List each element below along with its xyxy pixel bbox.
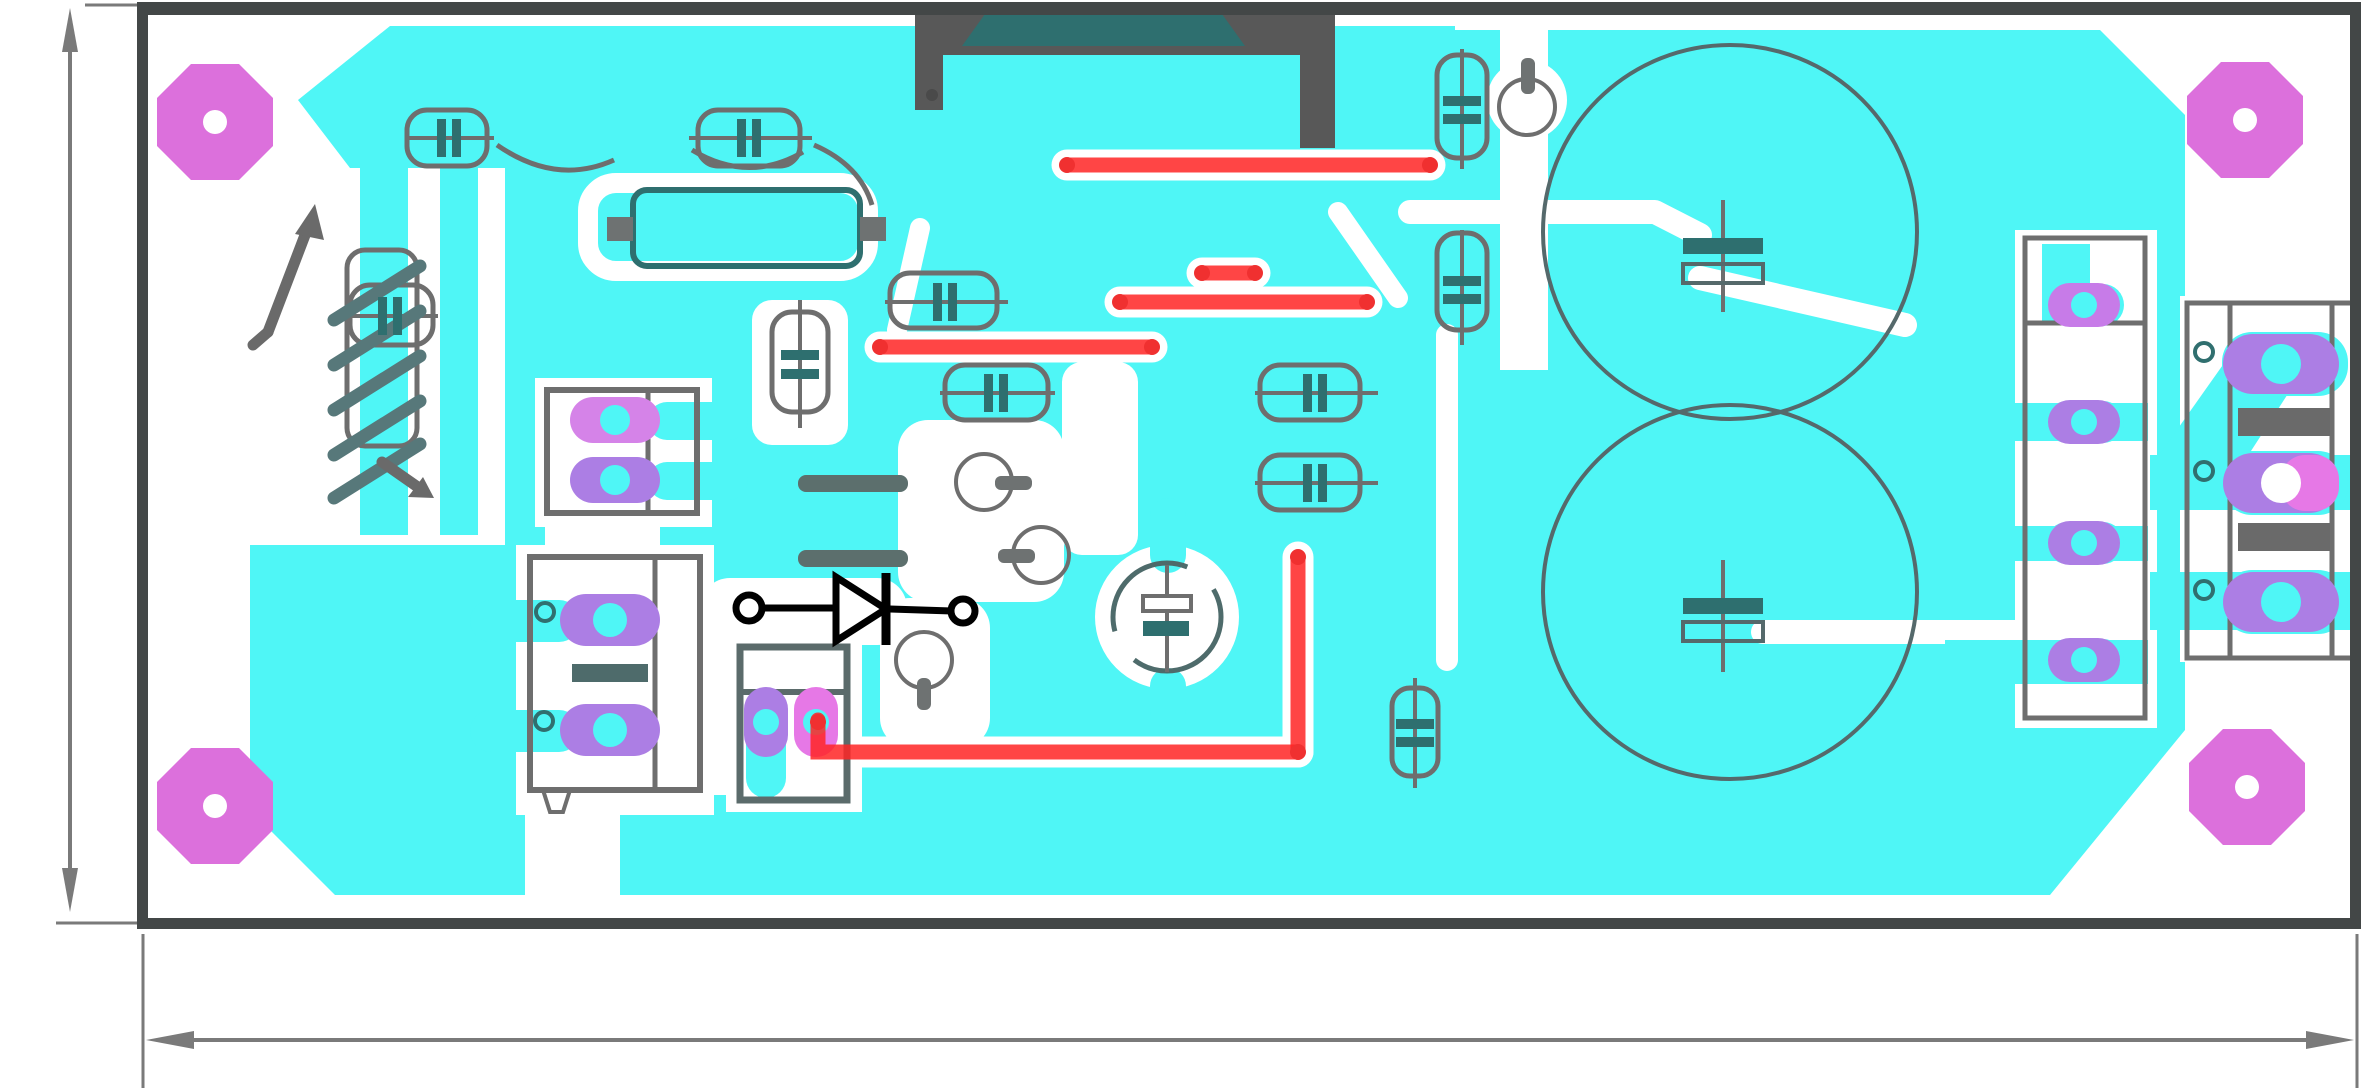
- dimension-annotations: [56, 3, 2359, 1088]
- out-pin2-circle-icon: [534, 601, 556, 623]
- out-outline: [527, 554, 703, 793]
- red-traces: [810, 157, 1438, 760]
- l1-arrow-icon: [295, 204, 324, 240]
- c10-outline: [1541, 43, 1919, 421]
- l1-outline: [344, 247, 420, 449]
- l1-arrow2-icon: [408, 477, 434, 498]
- capacitor-plates: [378, 96, 1765, 747]
- d1-outline: [2022, 235, 2148, 721]
- zas-pin3-circle-icon: [2193, 341, 2215, 363]
- board-edge: [137, 2, 2361, 929]
- connector-pads: [560, 283, 2339, 757]
- diode-symbol: [732, 570, 979, 648]
- ic1-package: [915, 8, 1335, 148]
- m1-wire: [798, 550, 908, 567]
- mounting-holes: [157, 62, 2305, 864]
- ic1-pin1-dot: [926, 89, 938, 101]
- red-trace-vias: [810, 157, 1438, 760]
- input-outline: [544, 387, 700, 516]
- ic1-body-outline: [962, 14, 1245, 46]
- component-leads: [572, 58, 2330, 710]
- silk-labels: [533, 341, 2215, 732]
- l1-windings: [247, 204, 434, 505]
- c7-outline: [1541, 403, 1919, 781]
- supply-outline: [736, 643, 851, 804]
- zas-pin2-circle-icon: [2193, 460, 2215, 482]
- out-pin1-circle-icon: [533, 710, 555, 732]
- m2-wire: [798, 475, 908, 492]
- zas-pin1-circle-icon: [2193, 579, 2215, 601]
